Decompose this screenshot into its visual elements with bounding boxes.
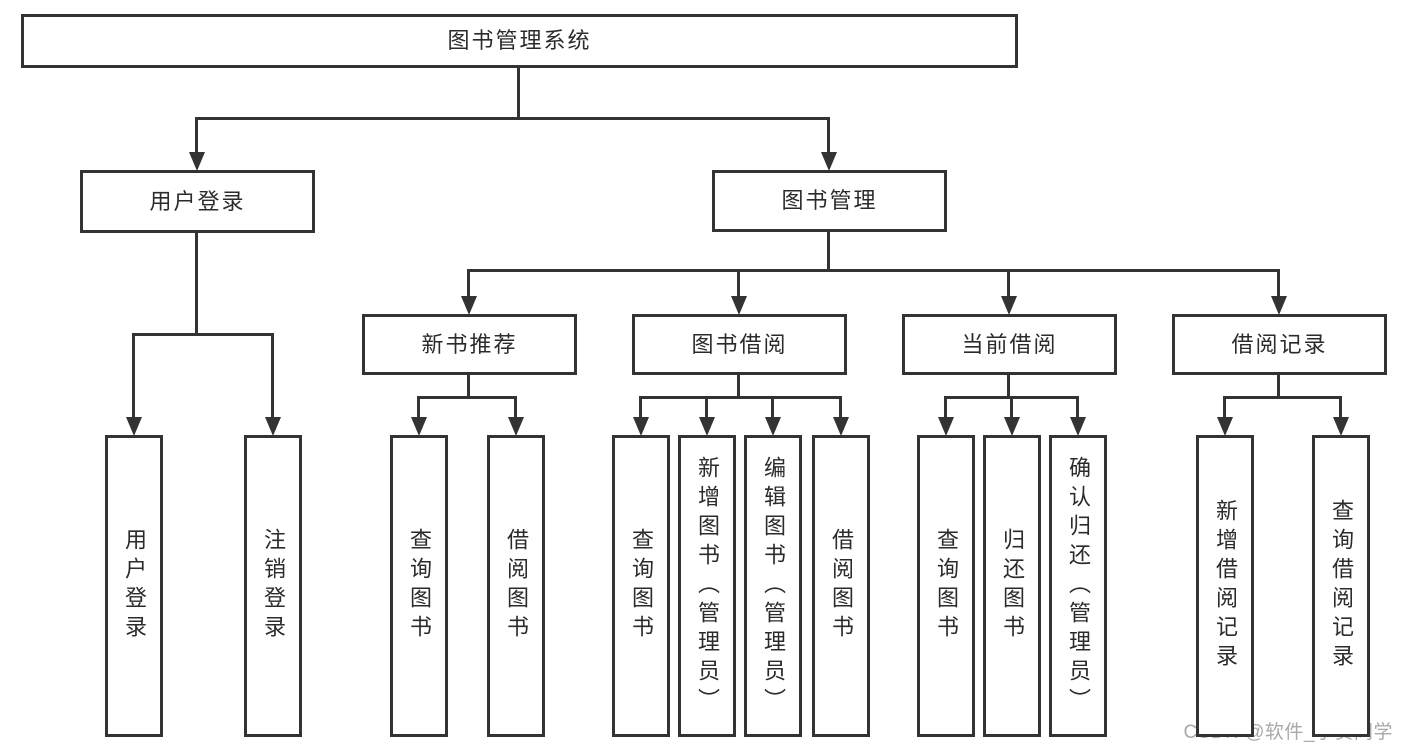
node-label: 编辑图书（管理员） <box>761 455 786 717</box>
connector-line-vertical <box>839 398 842 429</box>
node-label: 查询图书 <box>629 528 654 644</box>
connector-line-horizontal <box>467 269 1280 272</box>
connector-line-vertical <box>195 233 198 335</box>
connector-line-vertical <box>737 375 740 398</box>
node-label: 新书推荐 <box>421 331 518 357</box>
node-leaf-borrow-edit: 编辑图书（管理员） <box>744 435 802 737</box>
arrow-down-icon <box>1271 296 1287 315</box>
node-leaf-user-login: 用户登录 <box>105 435 163 737</box>
connector-line-horizontal <box>132 333 274 336</box>
node-leaf-borrow-query: 查询图书 <box>612 435 670 737</box>
arrow-down-icon <box>633 417 649 436</box>
connector-line-vertical <box>1076 398 1079 429</box>
node-label: 图书管理 <box>781 188 878 213</box>
node-leaf-record-query: 查询借阅记录 <box>1312 435 1370 737</box>
node-label: 查询图书 <box>934 528 959 644</box>
node-label: 归还图书 <box>1000 528 1025 644</box>
arrow-down-icon <box>833 417 849 436</box>
node-leaf-borrow-add: 新增图书（管理员） <box>678 435 736 737</box>
node-label: 查询图书 <box>407 528 432 644</box>
arrow-down-icon <box>1333 417 1349 436</box>
arrow-down-icon <box>1217 417 1233 436</box>
node-book-borrow: 图书借阅 <box>632 314 847 375</box>
node-label: 用户登录 <box>149 188 246 214</box>
node-label: 借阅图书 <box>829 528 854 644</box>
connector-line-vertical <box>271 335 274 429</box>
node-leaf-cur-query: 查询图书 <box>917 435 975 737</box>
arrow-down-icon <box>821 152 837 171</box>
connector-line-vertical <box>467 271 470 308</box>
connector-line-vertical <box>1007 375 1010 398</box>
arrow-down-icon <box>699 417 715 436</box>
connector-line-horizontal <box>944 396 1079 399</box>
node-label: 图书管理系统 <box>447 28 592 53</box>
node-borrow-records: 借阅记录 <box>1172 314 1387 375</box>
connector-line-vertical <box>1223 398 1226 429</box>
node-label: 当前借阅 <box>961 331 1058 357</box>
connector-line-vertical <box>827 119 830 164</box>
node-new-rec: 新书推荐 <box>362 314 577 375</box>
arrow-down-icon <box>126 417 142 436</box>
connector-line-vertical <box>467 375 470 398</box>
connector-line-horizontal <box>195 117 830 120</box>
node-root: 图书管理系统 <box>21 14 1018 68</box>
connector-line-vertical <box>1277 375 1280 398</box>
connector-line-vertical <box>771 398 774 429</box>
node-leaf-logout: 注销登录 <box>244 435 302 737</box>
connector-line-horizontal <box>1223 396 1342 399</box>
connector-line-vertical <box>514 398 517 429</box>
connector-line-horizontal <box>639 396 842 399</box>
node-label: 用户登录 <box>122 528 147 644</box>
connector-line-vertical <box>639 398 642 429</box>
arrow-down-icon <box>938 417 954 436</box>
connector-line-vertical <box>1339 398 1342 429</box>
arrow-down-icon <box>765 417 781 436</box>
connector-line-vertical <box>827 232 830 271</box>
arrow-down-icon <box>1070 417 1086 436</box>
connector-line-vertical <box>517 68 520 119</box>
connector-line-vertical <box>132 335 135 429</box>
node-label: 查询借阅记录 <box>1329 499 1354 673</box>
node-user-login: 用户登录 <box>80 170 315 233</box>
connector-line-vertical <box>1010 398 1013 429</box>
node-label: 图书借阅 <box>691 331 788 357</box>
arrow-down-icon <box>265 417 281 436</box>
connector-line-vertical <box>705 398 708 429</box>
node-label: 借阅记录 <box>1231 331 1328 357</box>
connector-line-vertical <box>1277 271 1280 308</box>
arrow-down-icon <box>731 296 747 315</box>
node-leaf-cur-confirm: 确认归还（管理员） <box>1049 435 1107 737</box>
arrow-down-icon <box>1004 417 1020 436</box>
arrow-down-icon <box>1001 296 1017 315</box>
connector-line-vertical <box>944 398 947 429</box>
node-leaf-record-add: 新增借阅记录 <box>1196 435 1254 737</box>
node-current-borrow: 当前借阅 <box>902 314 1117 375</box>
connector-line-vertical <box>417 398 420 429</box>
connector-line-vertical <box>195 119 198 164</box>
node-label: 借阅图书 <box>504 528 529 644</box>
node-label: 新增图书（管理员） <box>695 455 720 717</box>
connector-line-vertical <box>737 271 740 308</box>
connector-line-horizontal <box>417 396 517 399</box>
arrow-down-icon <box>189 152 205 171</box>
node-book-mgmt: 图书管理 <box>712 170 947 232</box>
node-label: 新增借阅记录 <box>1213 499 1238 673</box>
arrow-down-icon <box>508 417 524 436</box>
arrow-down-icon <box>461 296 477 315</box>
node-leaf-cur-return: 归还图书 <box>983 435 1041 737</box>
node-leaf-rec-query: 查询图书 <box>390 435 448 737</box>
arrow-down-icon <box>411 417 427 436</box>
node-label: 注销登录 <box>261 528 286 644</box>
node-leaf-borrow-borrow: 借阅图书 <box>812 435 870 737</box>
connector-line-vertical <box>1007 271 1010 308</box>
node-leaf-rec-borrow: 借阅图书 <box>487 435 545 737</box>
node-label: 确认归还（管理员） <box>1066 455 1091 717</box>
